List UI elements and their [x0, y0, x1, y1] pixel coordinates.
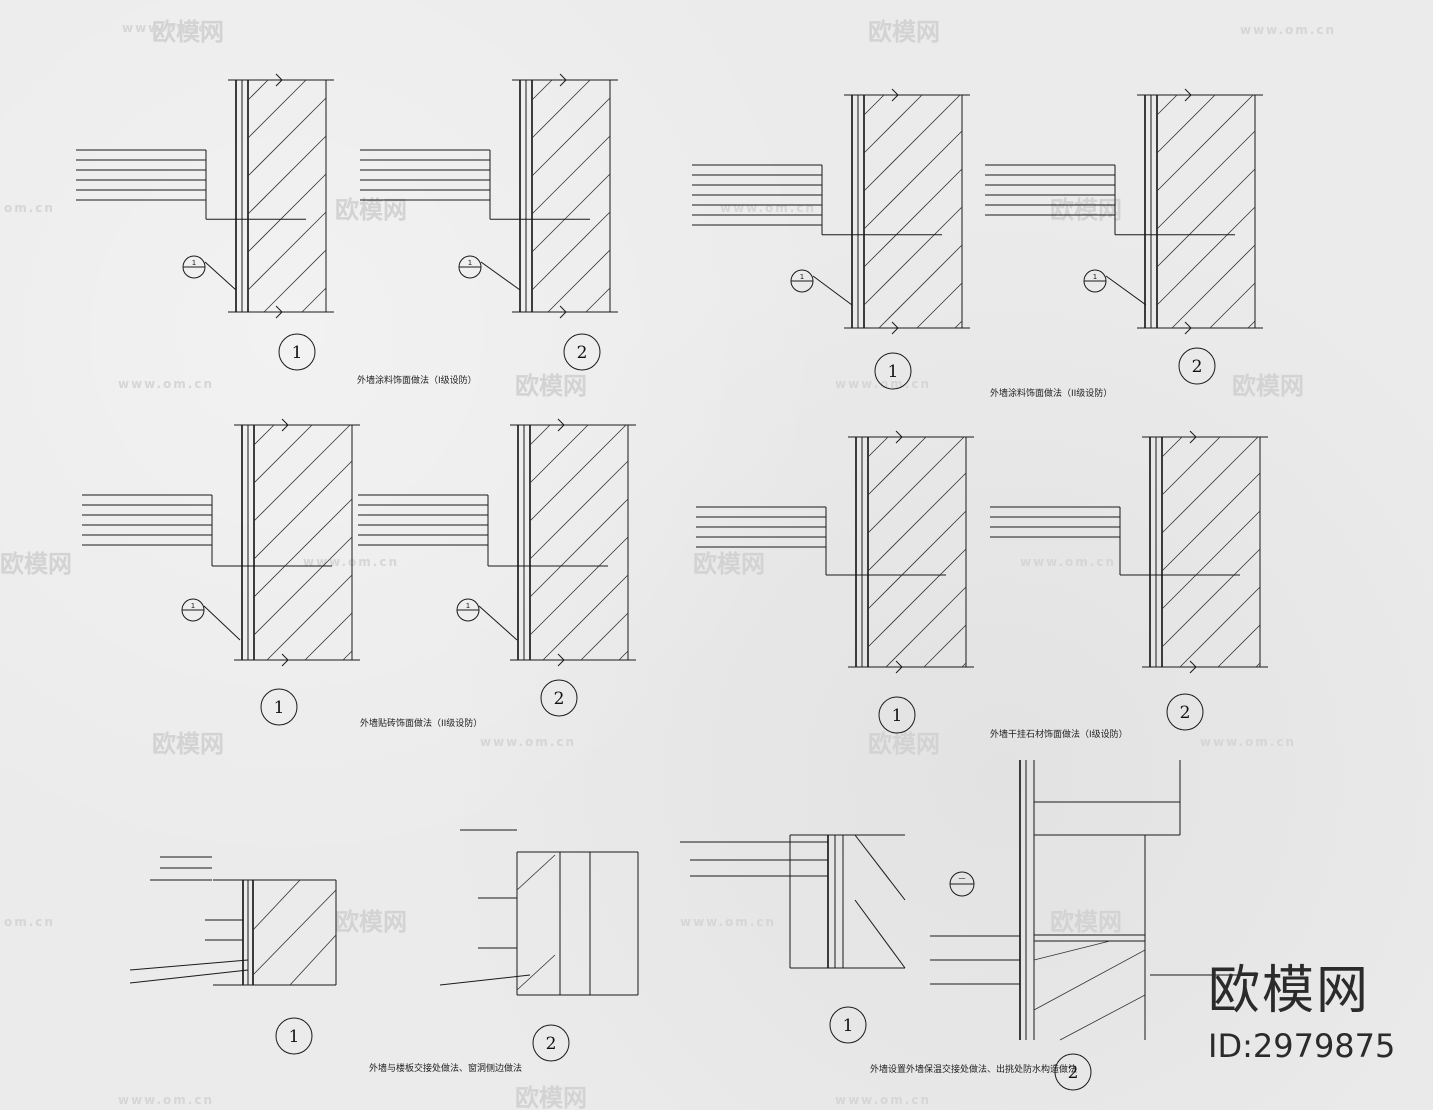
- detail-circle: 1: [874, 352, 912, 390]
- detail-number: 2: [546, 1034, 557, 1054]
- detail-number-circles: 1 2 1 2 1 2 1 2 1 2 1 2: [260, 333, 1216, 1091]
- detail-number: 1: [888, 362, 899, 382]
- detail-circle: 1: [878, 696, 916, 734]
- detail-circle: 2: [1166, 693, 1204, 731]
- watermark-url: www.om.cn: [680, 915, 776, 929]
- watermark-brand: 欧模网: [1232, 372, 1304, 400]
- watermark-url: www.om.cn: [835, 1093, 931, 1107]
- detail-circle: 1: [260, 688, 298, 726]
- watermark-brand: 欧模网: [1050, 196, 1122, 224]
- watermark-url: www.om.cn: [1240, 23, 1336, 37]
- caption: 外墙设置外墙保温交接处做法、出挑处防水构造做法: [870, 1063, 1077, 1075]
- detail-circle: 2: [1054, 1053, 1092, 1091]
- detail-number: 2: [577, 343, 588, 363]
- watermark-brand: 欧模网: [1050, 908, 1122, 936]
- caption: 外墙与楼板交接处做法、窗洞侧边做法: [369, 1062, 522, 1074]
- detail-circle: 1: [275, 1017, 313, 1055]
- index-callout: 1: [456, 598, 518, 641]
- watermark-url: om.cn: [4, 201, 55, 215]
- detail-circle: 2: [563, 333, 601, 371]
- watermark-url: www.om.cn: [303, 555, 399, 569]
- watermark-url: www.om.cn: [122, 21, 218, 35]
- brand-id-text: ID:2979875: [1208, 1027, 1396, 1065]
- svg-text:1: 1: [192, 259, 196, 267]
- index-callout: 1: [181, 598, 241, 641]
- watermark-brand: 欧模网: [515, 1084, 587, 1110]
- wall-section-details: [76, 73, 1268, 674]
- detail-circle: 1: [829, 1006, 867, 1044]
- index-callout: 1: [1083, 269, 1147, 306]
- watermark-brand: 欧模网: [693, 550, 765, 578]
- watermark-url: www.om.cn: [118, 377, 214, 391]
- watermark-brand: 欧模网: [0, 550, 72, 578]
- detail-number: 1: [289, 1027, 300, 1047]
- watermark-url: www.om.cn: [720, 201, 816, 215]
- detail-number: 2: [1068, 1063, 1079, 1083]
- index-callout: 1: [458, 255, 521, 291]
- detail-circle: 2: [532, 1024, 570, 1062]
- detail-number: 2: [1180, 703, 1191, 723]
- svg-text:1: 1: [1093, 273, 1097, 281]
- svg-text:1: 1: [800, 273, 804, 281]
- bottom-row-details: [129, 760, 1250, 1041]
- detail-number: 1: [892, 706, 903, 726]
- index-callout: 1: [182, 255, 237, 291]
- detail-circle: 1: [278, 333, 316, 371]
- watermark-url: www.om.cn: [1200, 735, 1296, 749]
- watermark-brand: 欧模网: [868, 730, 940, 758]
- detail-number: 1: [274, 698, 285, 718]
- detail-circle: 2: [540, 679, 578, 717]
- svg-text:1: 1: [466, 602, 470, 610]
- svg-text:1: 1: [191, 602, 195, 610]
- svg-text:1: 1: [468, 259, 472, 267]
- detail-circle: 2: [1178, 347, 1216, 385]
- detail-number: 2: [554, 689, 565, 709]
- watermark-url: www.om.cn: [118, 1093, 214, 1107]
- detail-number: 2: [1192, 357, 1203, 377]
- index-callout: 1: [790, 269, 853, 306]
- caption: 外墙涂料饰面做法（I级设防）: [357, 374, 477, 386]
- index-callout: 一: [949, 871, 975, 897]
- drawing-captions: 外墙涂料饰面做法（I级设防） 外墙涂料饰面做法（II级设防） 外墙贴砖饰面做法（…: [357, 374, 1128, 1075]
- watermark-layer: 欧模网 www.om.cn 欧模网 www.om.cn 欧模网 om.cn 欧模…: [0, 18, 1336, 1110]
- svg-text:一: 一: [959, 875, 966, 883]
- brand-logo-text: 欧模网: [1208, 961, 1371, 1021]
- watermark-url: www.om.cn: [835, 377, 931, 391]
- watermark-brand: 欧模网: [515, 372, 587, 400]
- detail-number: 1: [292, 343, 303, 363]
- detail-number: 1: [843, 1016, 854, 1036]
- watermark-url: www.om.cn: [480, 735, 576, 749]
- watermark-brand: 欧模网: [152, 730, 224, 758]
- watermark-brand: 欧模网: [335, 196, 407, 224]
- watermark-brand: 欧模网: [868, 18, 940, 46]
- watermark-brand: 欧模网: [335, 908, 407, 936]
- caption: 外墙贴砖饰面做法（II级设防）: [360, 717, 482, 729]
- watermark-url: www.om.cn: [1020, 555, 1116, 569]
- watermark-brand: 欧模网: [152, 18, 224, 46]
- index-callouts: 1 1 1 1 1 1 一: [181, 255, 1147, 897]
- caption: 外墙涂料饰面做法（II级设防）: [990, 387, 1112, 399]
- watermark-url: om.cn: [4, 915, 55, 929]
- caption: 外墙干挂石材饰面做法（I级设防）: [990, 728, 1128, 740]
